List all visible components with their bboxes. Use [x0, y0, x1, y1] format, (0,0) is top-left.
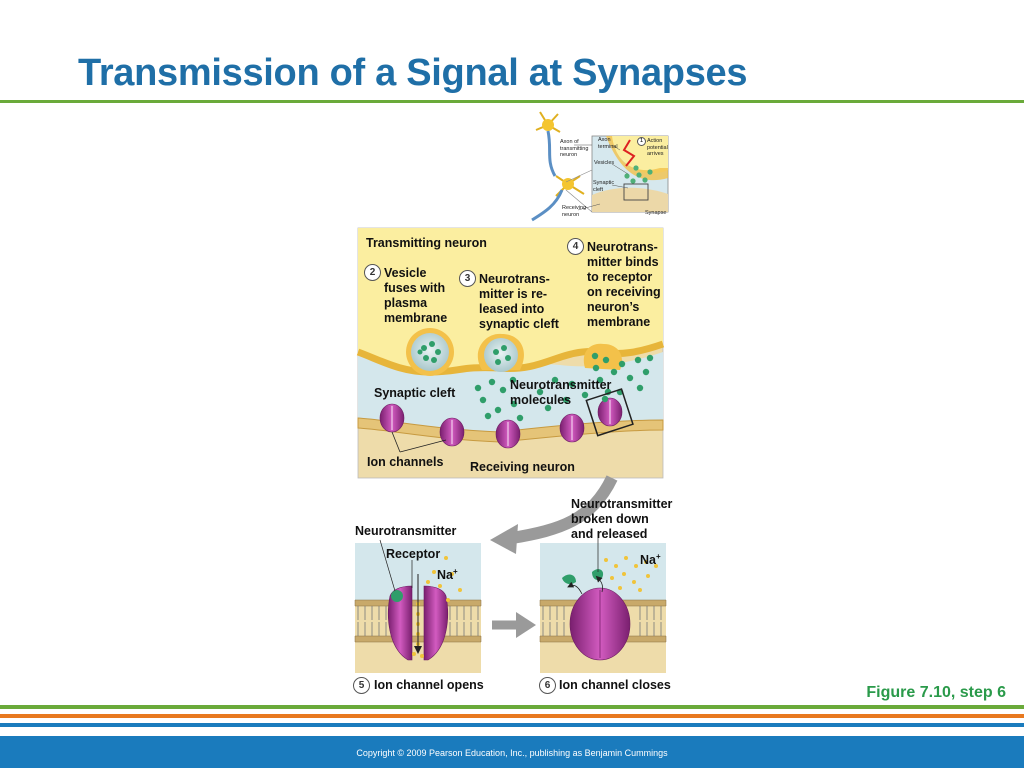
receiving-neuron-drawing: [531, 175, 585, 222]
copyright-text: Copyright © 2009 Pearson Education, Inc.…: [356, 748, 668, 758]
slide-title: Transmission of a Signal at Synapses: [78, 52, 748, 94]
overview-diagram: [531, 111, 669, 222]
panel-6-drawing: [539, 532, 667, 673]
footer-rule-green: [0, 705, 1024, 709]
step-3-marker: 3: [459, 270, 476, 287]
overview-axon-terminal-label: Axon terminal: [598, 137, 618, 150]
ion-channels-label: Ion channels: [367, 455, 444, 469]
step-2-marker: 2: [364, 264, 381, 281]
panel-5-drawing: [354, 539, 482, 673]
step-5-marker: 5: [353, 677, 370, 694]
panel-5-neurotransmitter-label: Neurotransmitter: [355, 524, 457, 538]
figure-caption: Figure 7.10, step 6: [866, 684, 1006, 701]
synaptic-cleft-label: Synaptic cleft: [374, 386, 456, 400]
main-synapse-panel: [356, 227, 665, 479]
flow-arrow-down: [511, 475, 618, 544]
footer-rule-orange: [0, 714, 1024, 718]
transmitting-neuron-drawing: [535, 111, 561, 177]
step-6-caption: Ion channel closes: [559, 678, 671, 692]
overview-cleft-label: Synaptic cleft: [593, 180, 615, 193]
overview-step-1-label: Action potential arrives: [647, 138, 668, 157]
transmitting-neuron-label: Transmitting neuron: [366, 236, 487, 250]
title-underline: [0, 100, 1024, 103]
overview-axon-label: Axon of transmitting neuron: [560, 139, 589, 158]
overview-synapse-label: Synapse: [645, 210, 667, 216]
panel-5-sodium-label: Na+: [437, 567, 458, 583]
vesicle-neurotransmitters: [417, 341, 511, 365]
step-4-marker: 4: [567, 238, 584, 255]
overview-receiving-label: Receiving neuron: [562, 205, 587, 218]
overview-vesicles-label: Vesicles: [594, 160, 615, 166]
panel-5-receptor-label: Receptor: [386, 547, 441, 561]
receiving-neuron-label: Receiving neuron: [470, 460, 575, 474]
footer-bar: [0, 736, 1024, 768]
footer-rule-blue: [0, 723, 1024, 727]
panel-6-sodium-label: Na+: [640, 552, 661, 568]
step-5-caption: Ion channel opens: [374, 678, 484, 692]
step-6-marker: 6: [539, 677, 556, 694]
overview-step-1-marker: 1: [637, 137, 646, 146]
